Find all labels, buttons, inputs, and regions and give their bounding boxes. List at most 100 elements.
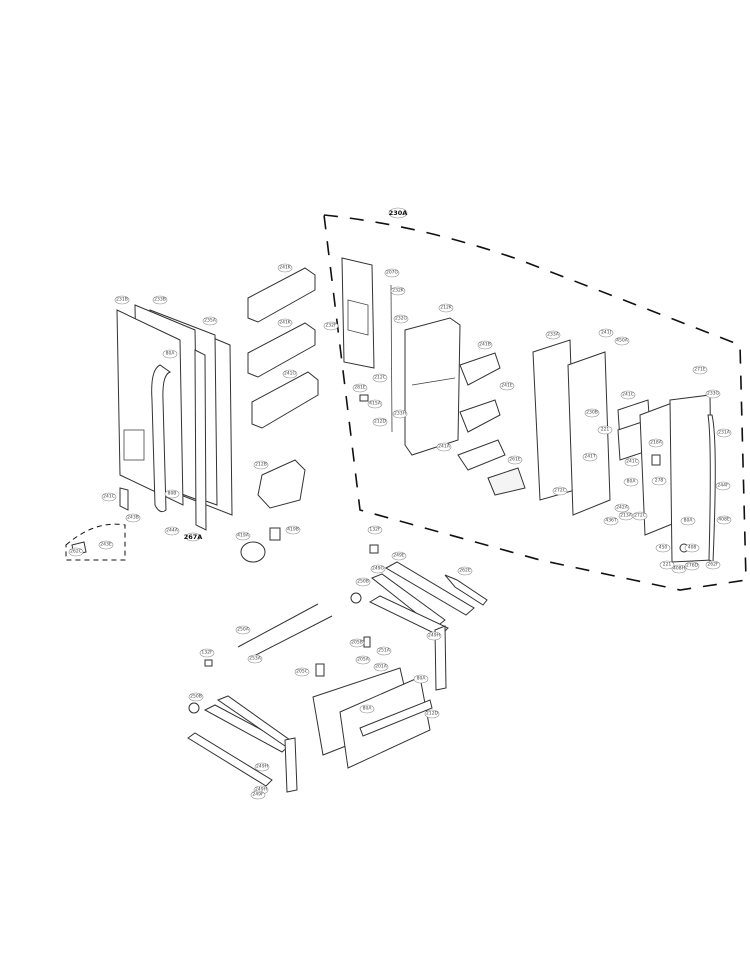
label-bubble <box>715 481 731 491</box>
part-label-262e: 262E <box>457 566 473 576</box>
label-text: 261E <box>509 457 521 463</box>
label-bubble <box>367 399 383 409</box>
label-text: 450A <box>616 338 629 344</box>
label-bubble <box>247 654 263 664</box>
label-bubble <box>671 564 687 574</box>
label-bubble <box>376 646 392 656</box>
part-label-281e: 281E <box>352 383 368 393</box>
label-bubble <box>507 455 523 465</box>
part-label-272c: 272C <box>632 511 648 521</box>
label-bubble <box>277 318 293 328</box>
label-text: 232F <box>325 323 337 329</box>
part-label-80a: 80A <box>359 704 375 714</box>
part-label-243e: 243E <box>98 540 114 550</box>
part-label-213a: 213A <box>618 511 634 521</box>
assembly-boundary-230A <box>323 214 747 591</box>
part-label-212c: 212C <box>372 373 388 383</box>
part-label-218a: 218A <box>648 438 664 448</box>
label-bubble <box>716 428 732 438</box>
part-label-207g: 207G <box>384 268 400 278</box>
part-label-251a: 251A <box>376 646 392 656</box>
label-bubble <box>623 477 639 487</box>
label-bubble <box>716 515 732 525</box>
part-label-250b: 250B <box>188 692 204 702</box>
part-label-233b: 233B <box>152 295 168 305</box>
label-bubble <box>393 314 409 324</box>
label-bubble <box>152 295 168 305</box>
label-bubble <box>202 316 218 326</box>
label-text: 233H <box>394 411 406 417</box>
label-text: 272C <box>554 488 566 494</box>
part-label-408e: 408E <box>716 515 732 525</box>
label-text: 249F <box>252 792 264 798</box>
label-bubble <box>125 513 141 523</box>
label-text: 243B <box>127 515 139 521</box>
label-bubble <box>392 409 408 419</box>
part-label-436t: 436T <box>603 516 619 526</box>
part-label-80a: 80A <box>162 349 178 359</box>
label-text: 241B <box>479 342 491 348</box>
label-bubble <box>235 531 251 541</box>
label-bubble <box>684 561 700 571</box>
label-bubble <box>391 551 407 561</box>
part-label-233h: 233H <box>392 409 408 419</box>
part-label-230b: 230B <box>584 408 600 418</box>
label-bubble <box>277 263 293 273</box>
label-text: 235A <box>204 318 217 324</box>
label-text: 262C <box>70 549 82 555</box>
label-text: 241C <box>626 459 638 465</box>
label-text: 241K <box>279 265 292 271</box>
label-text: 419B <box>287 527 299 533</box>
label-text: 233G <box>707 391 720 397</box>
label-bubble <box>438 303 454 313</box>
label-text: 241C <box>103 494 115 500</box>
label-bubble <box>614 336 630 346</box>
label-text: 249H <box>256 764 268 770</box>
label-text: 243E <box>100 542 112 548</box>
label-text: 218A <box>650 440 663 446</box>
label-bubble <box>323 321 339 331</box>
label-text: 272C <box>634 513 646 519</box>
part-label-272c: 272C <box>552 486 568 496</box>
label-bubble <box>659 560 675 570</box>
label-text: 419A <box>237 533 250 539</box>
part-label-278: 278 <box>651 476 667 486</box>
part-label-262c: 262C <box>68 547 84 557</box>
label-text: 80A <box>363 706 373 712</box>
label-bubble <box>390 286 406 296</box>
label-bubble <box>355 655 371 665</box>
label-text: 233A <box>547 332 560 338</box>
part-label-276d: 276D <box>684 561 700 571</box>
part-label-233a: 233A <box>545 330 561 340</box>
label-text: 276D <box>686 563 699 569</box>
label-text: 132F <box>201 650 213 656</box>
label-text: 262E <box>459 568 471 574</box>
label-text: 205A <box>357 657 370 663</box>
left-door-assembly <box>65 304 233 561</box>
label-text: 241A <box>438 444 451 450</box>
label-text: 80A <box>684 518 694 524</box>
part-label-241k: 241K <box>277 263 293 273</box>
label-bubble <box>254 762 270 772</box>
label-bubble <box>614 503 630 513</box>
label-bubble <box>253 460 269 470</box>
part-label-249h: 249H <box>254 762 270 772</box>
right-door-assembly <box>532 339 716 563</box>
label-bubble <box>499 381 515 391</box>
part-label-233g: 233G <box>705 389 721 399</box>
label-text: 450 <box>659 545 668 551</box>
part-label-232g: 232G <box>393 314 409 324</box>
label-text: 262F <box>707 562 719 568</box>
part-label-80a: 80A <box>680 516 696 526</box>
part-label-212d: 212D <box>424 709 440 719</box>
part-label-230a: 230A <box>389 207 407 219</box>
label-bubble <box>655 543 671 553</box>
part-label-262f: 262F <box>705 560 721 570</box>
label-text: 408 <box>688 545 697 551</box>
label-bubble <box>250 790 266 800</box>
label-bubble <box>584 408 600 418</box>
label-bubble <box>285 525 301 535</box>
part-label-132f: 132F <box>199 648 215 658</box>
label-bubble <box>349 638 365 648</box>
